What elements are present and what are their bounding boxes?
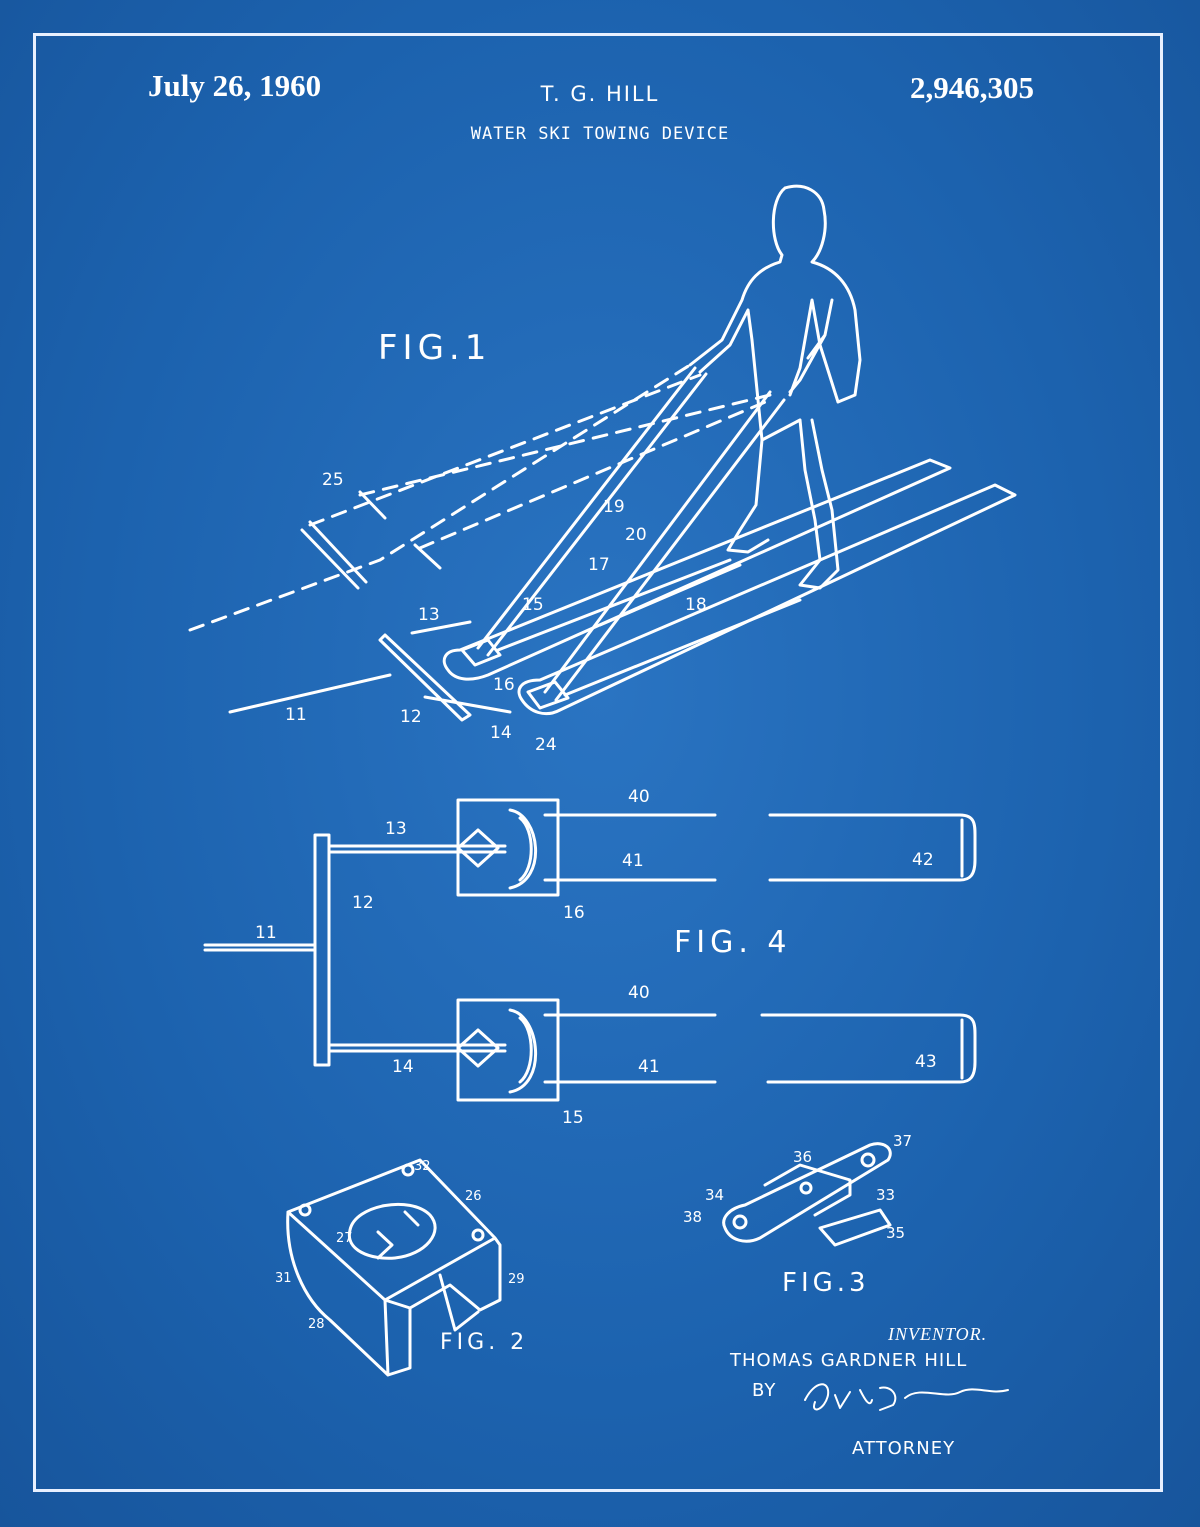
patent-date: July 26, 1960 — [148, 68, 322, 103]
callout: 25 — [322, 470, 344, 490]
tow-line — [228, 673, 392, 714]
dashed-clip-25 — [358, 490, 387, 520]
fig2-block — [286, 1158, 502, 1377]
fig3-hole-38 — [732, 1214, 748, 1230]
callout: 32 — [414, 1159, 431, 1174]
fig1-label: FIG.1 — [378, 328, 492, 368]
callout: 19 — [603, 497, 625, 517]
callout: 40 — [628, 787, 650, 807]
near-ski — [517, 483, 1017, 716]
callout: 15 — [562, 1108, 584, 1128]
patent-number: 2,946,305 — [910, 70, 1034, 105]
inventor-label: INVENTOR. — [888, 1324, 988, 1344]
callout: 18 — [685, 595, 707, 615]
callout: 11 — [285, 705, 307, 725]
border-frame — [33, 33, 1163, 1492]
fig4-drawing — [203, 798, 977, 1102]
skier-figure — [688, 184, 862, 590]
callout: 37 — [893, 1132, 912, 1150]
far-ski — [442, 458, 952, 681]
callout: 12 — [352, 893, 374, 913]
fig4-label: FIG. 4 — [674, 925, 792, 960]
fig2-opening — [347, 1202, 437, 1260]
fig4-arm-14 — [327, 1043, 507, 1053]
callout: 15 — [522, 595, 544, 615]
inventor-short: T. G. HILL — [540, 82, 660, 106]
fig3-hole-36 — [799, 1181, 813, 1195]
fig2-label: FIG. 2 — [440, 1330, 529, 1355]
dashed-tow-lines — [188, 363, 772, 632]
callout: 43 — [915, 1052, 937, 1072]
crossbar — [378, 620, 512, 722]
fig1-drawing — [188, 184, 1017, 722]
callout: 28 — [308, 1317, 325, 1332]
dashed-bar — [300, 520, 368, 590]
fig3-hole-37 — [860, 1152, 876, 1168]
rod-20 — [543, 390, 786, 702]
callout: 27 — [336, 1231, 353, 1246]
fig4-crossbar-12 — [313, 833, 331, 1067]
callout: 11 — [255, 923, 277, 943]
patent-title: WATER SKI TOWING DEVICE — [470, 124, 730, 144]
callout: 16 — [493, 675, 515, 695]
fig2-drawing — [286, 1158, 502, 1377]
callouts: 25 19 20 17 13 15 18 16 11 12 14 24 40 1… — [255, 470, 937, 1332]
fig4-handle-43 — [543, 1013, 977, 1084]
inventor-name: THOMAS GARDNER HILL — [730, 1350, 968, 1371]
fig4-handle-42 — [543, 813, 977, 882]
fig4-arm-13 — [327, 844, 507, 854]
fig3-drawing — [722, 1142, 892, 1247]
callout: 35 — [886, 1224, 905, 1242]
bracket-16 — [526, 680, 570, 710]
callout: 42 — [912, 850, 934, 870]
attorney-label: ATTORNEY — [852, 1438, 956, 1459]
fig3-bracket — [763, 1163, 892, 1247]
bracket-15 — [460, 638, 502, 667]
callout: 29 — [508, 1272, 525, 1287]
callout: 17 — [588, 555, 610, 575]
callout: 31 — [275, 1271, 292, 1286]
callout: 41 — [638, 1057, 660, 1077]
callout: 33 — [876, 1186, 895, 1204]
strap-17 — [496, 558, 742, 652]
callout: 24 — [535, 735, 557, 755]
callout: 36 — [793, 1148, 812, 1166]
fig3-plate — [722, 1142, 892, 1243]
strap-18 — [563, 598, 802, 697]
by-label: BY — [752, 1380, 777, 1401]
callout: 38 — [683, 1208, 702, 1226]
callout: 16 — [563, 903, 585, 923]
callout: 34 — [705, 1186, 724, 1204]
fig4-tow-line-11 — [203, 943, 317, 952]
fig2-hole-32 — [401, 1163, 415, 1177]
attorney-signature — [804, 1383, 1009, 1411]
callout: 13 — [418, 605, 440, 625]
callout: 41 — [622, 851, 644, 871]
callout: 40 — [628, 983, 650, 1003]
callout: 14 — [490, 723, 512, 743]
callout: 12 — [400, 707, 422, 727]
callout: 14 — [392, 1057, 414, 1077]
fig3-label: FIG.3 — [782, 1268, 870, 1298]
callout: 20 — [625, 525, 647, 545]
callout: 13 — [385, 819, 407, 839]
callout: 26 — [465, 1189, 482, 1204]
dashed-clip-2 — [413, 543, 442, 570]
